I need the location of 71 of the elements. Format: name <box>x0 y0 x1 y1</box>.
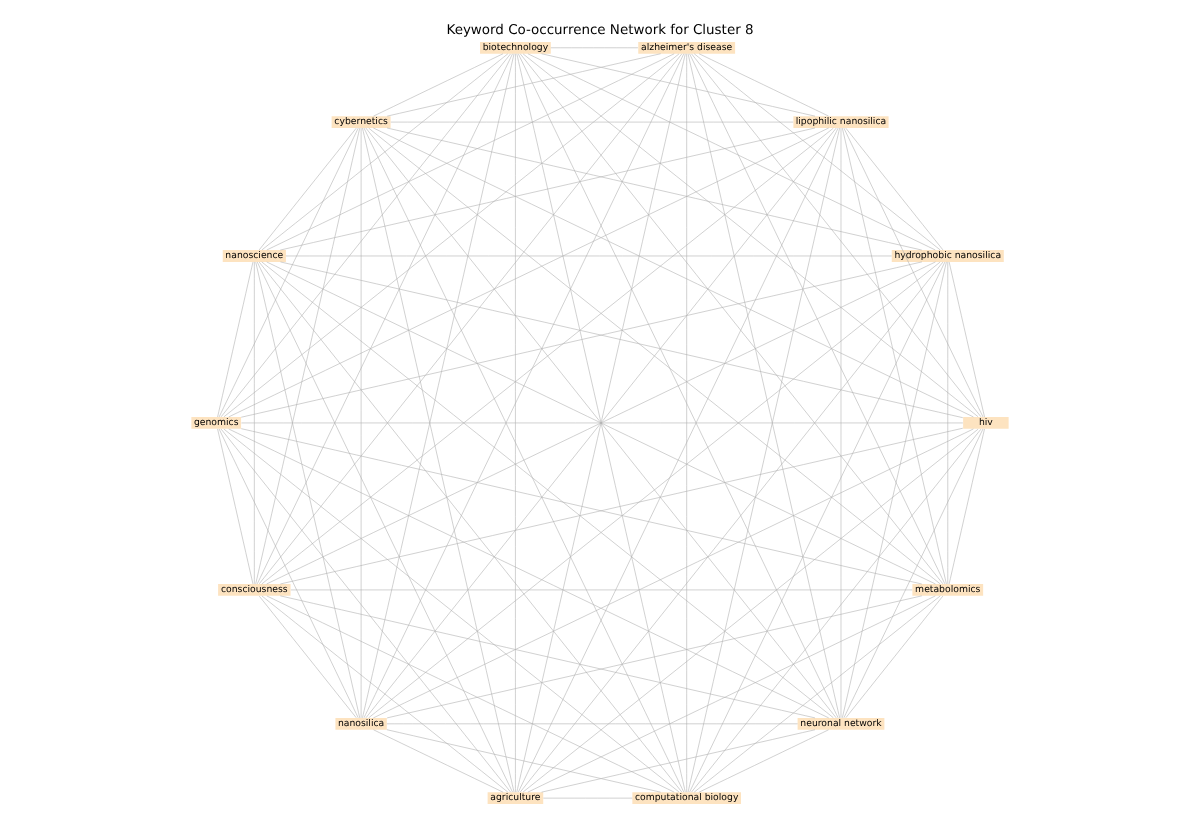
connector <box>518 127 839 793</box>
connector <box>261 53 509 251</box>
connector <box>390 121 794 123</box>
connector <box>689 261 946 793</box>
connector <box>368 261 941 719</box>
connector <box>386 723 798 725</box>
connector <box>368 127 941 585</box>
connector <box>258 595 357 718</box>
connector <box>362 127 515 793</box>
connector <box>948 428 985 585</box>
connector <box>947 261 949 585</box>
connector <box>362 53 515 719</box>
connector <box>261 261 834 718</box>
connector <box>689 53 946 585</box>
connector <box>515 53 516 793</box>
connector <box>687 127 840 793</box>
connector <box>365 127 837 719</box>
connector <box>527 595 936 793</box>
connector <box>373 428 974 719</box>
connector <box>256 261 513 793</box>
connector <box>842 127 947 585</box>
connector <box>228 428 830 719</box>
connector <box>691 53 982 418</box>
connector <box>255 127 361 585</box>
connector <box>845 595 944 718</box>
connector <box>693 595 941 793</box>
connector <box>527 53 936 251</box>
connector <box>522 53 979 418</box>
connector <box>698 729 829 793</box>
connector <box>541 53 816 117</box>
connector <box>266 595 675 793</box>
connector <box>266 261 936 585</box>
connector <box>363 127 685 793</box>
connector <box>258 127 357 251</box>
connector <box>254 261 255 585</box>
connector <box>217 428 254 585</box>
connector <box>522 428 979 793</box>
connector <box>516 53 686 793</box>
connector <box>363 53 685 719</box>
connector <box>258 261 683 793</box>
connector <box>519 53 944 585</box>
connector <box>228 127 830 418</box>
connector <box>217 261 254 418</box>
connector <box>948 261 985 418</box>
connector <box>843 127 984 418</box>
connector <box>845 127 944 251</box>
connector <box>223 428 680 793</box>
connector <box>256 53 513 585</box>
connector <box>541 729 816 793</box>
connector <box>520 261 944 793</box>
connector <box>373 729 504 793</box>
connector <box>518 53 839 719</box>
connector <box>261 595 509 793</box>
connector <box>386 729 661 793</box>
connector <box>693 53 941 251</box>
connector <box>842 261 947 718</box>
connector <box>280 127 816 251</box>
connector <box>258 53 683 585</box>
connector <box>373 53 504 117</box>
connector <box>261 127 834 585</box>
connector <box>280 595 816 719</box>
connector <box>698 53 829 117</box>
connector <box>386 53 661 117</box>
connector <box>386 595 923 719</box>
connector <box>255 261 361 719</box>
connector <box>266 53 675 251</box>
connector <box>687 53 840 719</box>
connector <box>550 47 639 49</box>
connector <box>686 53 687 793</box>
connector <box>386 127 923 251</box>
connector <box>373 127 974 418</box>
